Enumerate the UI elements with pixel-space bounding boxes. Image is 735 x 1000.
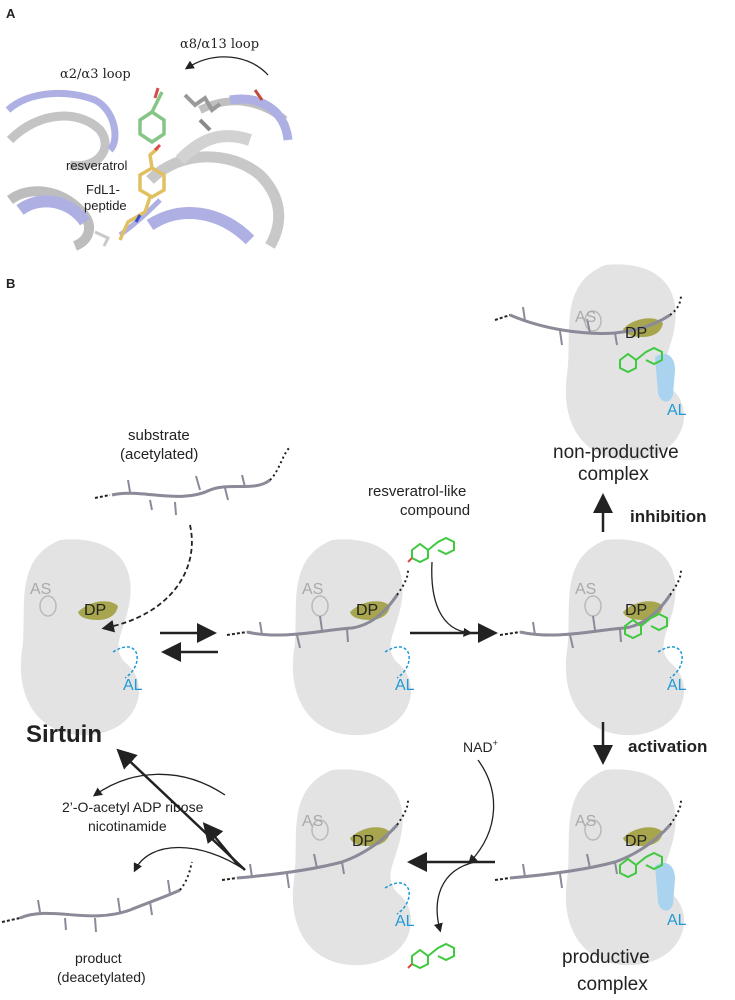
productive-label-line1: productive [562, 947, 650, 968]
as-label-productive: AS [575, 813, 596, 830]
nonproductive-label-line1: non-productive [553, 442, 679, 463]
as-label-product: AS [302, 813, 323, 830]
sirtuin-product-complex [221, 769, 412, 966]
sirtuin-free [20, 539, 140, 736]
non-productive-complex [494, 264, 685, 461]
ternary-complex [499, 539, 685, 736]
al-label-free: AL [123, 677, 143, 694]
byproduct-curved-arrow [92, 773, 226, 797]
structure-image [5, 22, 293, 251]
byproduct-label-line2: nicotinamide [88, 818, 167, 834]
as-label-complex: AS [302, 581, 323, 598]
loop-b8-a13-label: α8/α13 loop [180, 37, 259, 52]
as-label-nonproductive: AS [575, 309, 596, 326]
release-arrow-byproducts [202, 822, 239, 866]
sirtuin-substrate-complex [226, 539, 412, 736]
byproduct-label-line1: 2’-O-acetyl ADP ribose [62, 799, 204, 815]
al-label-complex: AL [395, 677, 415, 694]
nad-curved-arrow [468, 759, 495, 864]
panel-b-letter: B [6, 276, 15, 291]
as-label-ternary: AS [575, 581, 596, 598]
dp-label-free: DP [84, 602, 106, 619]
dp-label-nonproductive: DP [625, 325, 647, 342]
compound-molecule-bottom [407, 942, 455, 970]
product-label-line2: (deacetylated) [57, 969, 146, 985]
as-label-free: AS [30, 581, 51, 598]
dp-label-ternary: DP [625, 602, 647, 619]
dp-label-complex: DP [356, 602, 378, 619]
release-arrow-to-sirtuin [116, 748, 246, 871]
al-label-ternary: AL [667, 677, 687, 694]
dp-label-productive: DP [625, 833, 647, 850]
binding-dashed-arrow [101, 524, 193, 633]
compound-curved-arrow [431, 561, 473, 637]
substrate-label-line2: (acetylated) [120, 446, 198, 463]
substrate-label-line1: substrate [128, 427, 190, 444]
resveratrol-label: resveratrol [66, 158, 128, 173]
al-label-nonproductive: AL [667, 402, 687, 419]
compound-label-line2: compound [400, 502, 470, 519]
nad-label: NAD+ [463, 738, 498, 755]
inhibition-label: inhibition [630, 507, 706, 526]
productive-complex [494, 769, 685, 966]
compound-release-arrow [433, 861, 476, 933]
loop-a2-a3-label: α2/α3 loop [60, 67, 131, 82]
peptide-label-line2: peptide [84, 198, 127, 213]
product-peptide [1, 861, 193, 933]
compound-label-line1: resveratrol-like [368, 483, 466, 500]
compound-molecule-top [407, 536, 455, 564]
product-curved-arrow [133, 846, 246, 873]
nonproductive-label-line2: complex [578, 464, 649, 485]
activation-label: activation [628, 737, 707, 756]
sirtuin-label: Sirtuin [26, 721, 102, 748]
substrate-peptide [94, 446, 291, 516]
peptide-label-line1: FdL1- [86, 182, 120, 197]
product-label-line1: product [75, 950, 122, 966]
panel-a-letter: A [6, 6, 16, 21]
dp-label-product: DP [352, 833, 374, 850]
productive-label-line2: complex [577, 974, 648, 995]
al-label-product: AL [395, 913, 415, 930]
al-label-productive: AL [667, 912, 687, 929]
